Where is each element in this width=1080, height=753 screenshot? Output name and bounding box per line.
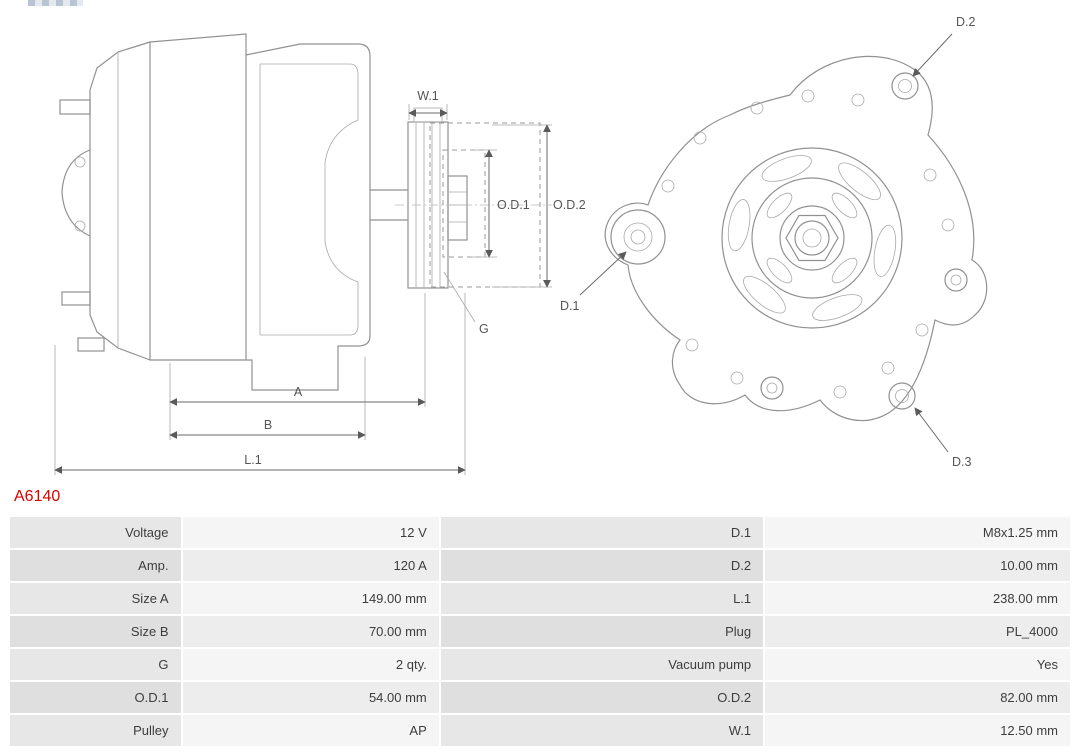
table-row: Pulley AP W.1 12.50 mm bbox=[10, 715, 1070, 746]
spec-value: 12.50 mm bbox=[765, 715, 1070, 746]
table-row: Size B 70.00 mm Plug PL_4000 bbox=[10, 616, 1070, 647]
spec-value: 10.00 mm bbox=[765, 550, 1070, 581]
spec-value: 2 qty. bbox=[182, 649, 439, 680]
spec-label: W.1 bbox=[440, 715, 764, 746]
spec-label: Voltage bbox=[10, 517, 181, 548]
spec-label: Size B bbox=[10, 616, 181, 647]
spec-table: Voltage 12 V D.1 M8x1.25 mm Amp. 120 A D… bbox=[8, 515, 1072, 748]
spec-value: 120 A bbox=[182, 550, 439, 581]
spec-label: Size A bbox=[10, 583, 181, 614]
dim-label-l1: L.1 bbox=[244, 453, 261, 467]
spec-label: D.1 bbox=[440, 517, 764, 548]
table-row: G 2 qty. Vacuum pump Yes bbox=[10, 649, 1070, 680]
dim-label-d2: D.2 bbox=[956, 15, 976, 29]
spec-value: 238.00 mm bbox=[765, 583, 1070, 614]
spec-value: 54.00 mm bbox=[182, 682, 439, 713]
rear-view: D.2 D.1 D.3 bbox=[560, 15, 988, 469]
spec-value: 70.00 mm bbox=[182, 616, 439, 647]
table-row: O.D.1 54.00 mm O.D.2 82.00 mm bbox=[10, 682, 1070, 713]
spec-label: D.2 bbox=[440, 550, 764, 581]
technical-drawing: A B L.1 W.1 O.D.1 O.D.2 G bbox=[54, 15, 988, 475]
side-view bbox=[59, 33, 552, 391]
table-row: Voltage 12 V D.1 M8x1.25 mm bbox=[10, 517, 1070, 548]
logo-fragment bbox=[28, 0, 83, 6]
spec-label: L.1 bbox=[440, 583, 764, 614]
dim-label-b: B bbox=[264, 418, 272, 432]
spec-label: G bbox=[10, 649, 181, 680]
spec-label: Amp. bbox=[10, 550, 181, 581]
dim-label-od2: O.D.2 bbox=[553, 198, 586, 212]
spec-value: 82.00 mm bbox=[765, 682, 1070, 713]
dim-label-d1: D.1 bbox=[560, 299, 580, 313]
spec-value: Yes bbox=[765, 649, 1070, 680]
part-number: A6140 bbox=[14, 488, 61, 505]
spec-label: O.D.1 bbox=[10, 682, 181, 713]
spec-value: 12 V bbox=[182, 517, 439, 548]
dim-label-g: G bbox=[479, 322, 489, 336]
table-row: Size A 149.00 mm L.1 238.00 mm bbox=[10, 583, 1070, 614]
spec-label: Pulley bbox=[10, 715, 181, 746]
spec-value: AP bbox=[182, 715, 439, 746]
spec-label: Plug bbox=[440, 616, 764, 647]
dim-label-od1: O.D.1 bbox=[497, 198, 530, 212]
table-row: Amp. 120 A D.2 10.00 mm bbox=[10, 550, 1070, 581]
spec-value: 149.00 mm bbox=[182, 583, 439, 614]
spec-value: M8x1.25 mm bbox=[765, 517, 1070, 548]
dim-label-a: A bbox=[294, 385, 303, 399]
spec-value: PL_4000 bbox=[765, 616, 1070, 647]
dimension-lines: A B L.1 W.1 O.D.1 O.D.2 G bbox=[54, 89, 586, 475]
spec-label: O.D.2 bbox=[440, 682, 764, 713]
dim-label-w1: W.1 bbox=[417, 89, 439, 103]
spec-label: Vacuum pump bbox=[440, 649, 764, 680]
dim-label-d3: D.3 bbox=[952, 455, 972, 469]
